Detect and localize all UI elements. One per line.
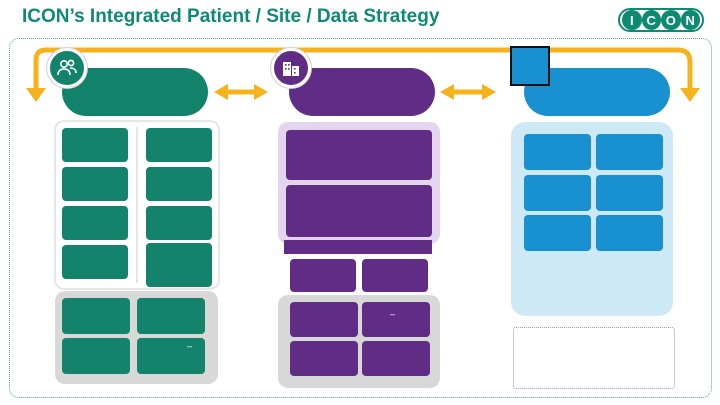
top-loop-arrow-line [33, 47, 693, 97]
data-icon-square [510, 46, 550, 86]
site-bar [284, 240, 432, 254]
outer-frame [9, 38, 712, 398]
patient-box-7 [62, 245, 128, 279]
arrowhead-right-down [680, 88, 700, 102]
data-box-2 [596, 134, 663, 170]
patient-bottom-box-4: – [137, 338, 205, 374]
data-box-6 [596, 215, 663, 251]
data-box-4 [596, 175, 663, 211]
arrowhead-right-2 [482, 84, 496, 100]
icon-logo: I C O N [618, 8, 704, 32]
page-title: ICON’s Integrated Patient / Site / Data … [22, 6, 440, 27]
patient-box-8 [146, 243, 212, 287]
logo-letter-o: O [661, 10, 681, 30]
patient-box-4 [146, 167, 212, 201]
site-box-1 [286, 130, 432, 180]
patient-box-1 [62, 128, 128, 162]
patient-box-2 [146, 128, 212, 162]
data-box-5 [524, 215, 591, 251]
buildings-icon [283, 62, 299, 76]
logo-letter-i: I [622, 10, 642, 30]
patient-bottom-box-1 [62, 298, 130, 334]
patient-box-3 [62, 167, 128, 201]
data-box-1 [524, 134, 591, 170]
site-bottom-box-1 [290, 302, 358, 337]
patient-box-5 [62, 206, 128, 240]
site-icon-circle [271, 48, 311, 88]
logo-letter-n: N [680, 10, 700, 30]
site-marker: – [390, 309, 396, 319]
arrowhead-right-1 [254, 84, 268, 100]
data-box-3 [524, 175, 591, 211]
arrowhead-left-1 [214, 84, 228, 100]
patient-icon-circle [47, 48, 87, 88]
patient-bottom-box-2 [137, 298, 205, 334]
site-box-4 [362, 259, 428, 292]
site-bottom-box-3 [290, 341, 358, 376]
patient-box-6 [146, 206, 212, 240]
patient-divider [136, 127, 138, 283]
site-box-2 [286, 185, 432, 237]
patient-marker: – [187, 341, 193, 351]
site-bottom-box-2: – [362, 302, 430, 337]
logo-letter-c: C [641, 10, 661, 30]
people-icon [57, 59, 77, 76]
data-dotted-placeholder [513, 327, 675, 389]
patient-bottom-box-3 [62, 338, 130, 374]
patient-header-pill [62, 68, 208, 116]
arrowhead-left-2 [440, 84, 454, 100]
site-box-3 [290, 259, 356, 292]
site-header-pill [289, 68, 435, 116]
arrowhead-left-down [26, 88, 46, 102]
site-bottom-box-4 [362, 341, 430, 376]
